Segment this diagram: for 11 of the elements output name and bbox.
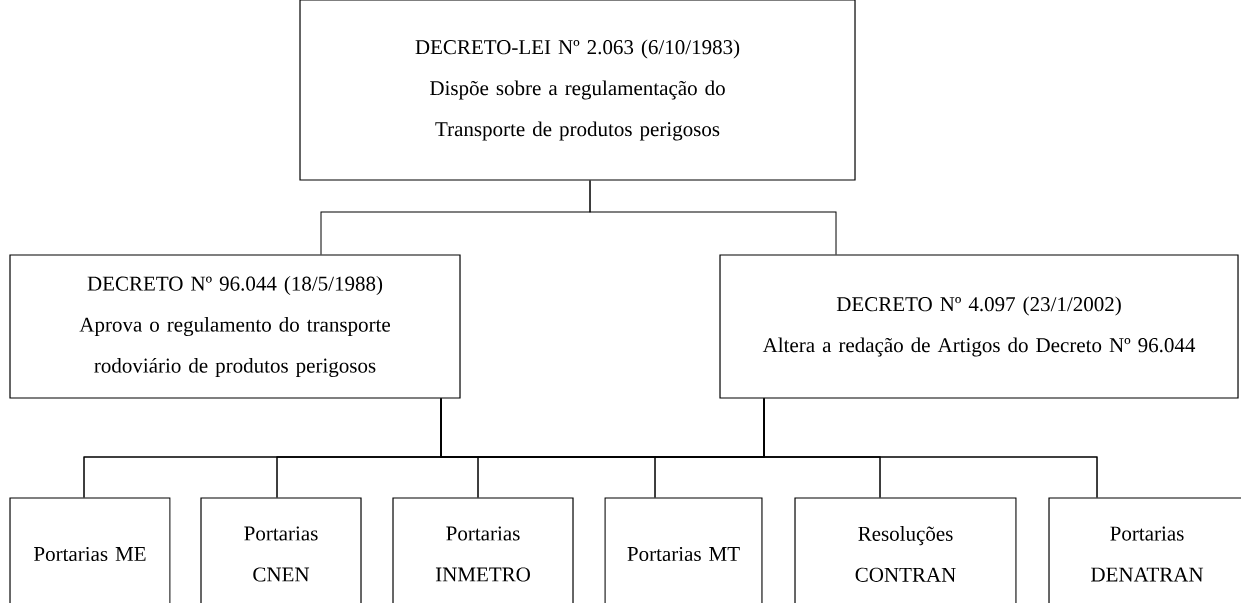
text-box: Resoluções CONTRAN <box>794 497 1017 603</box>
connector-line <box>589 180 837 255</box>
text-box: DECRETO-LEI Nº 2.063 (6/10/1983) Dispõe sobre a regulamentação do Transporte de produtos perigosos <box>299 0 856 181</box>
text-box: Portarias MT <box>604 497 763 603</box>
text-box: Portarias CNEN <box>200 497 362 603</box>
text-box: Portarias DENATRAN <box>1048 497 1241 603</box>
text-box: DECRETO Nº 4.097 (23/1/2002) Altera a redação de Artigos do Decreto Nº 96.044 <box>719 254 1239 399</box>
text-box: Portarias INMETRO <box>392 497 574 603</box>
text-box: DECRETO Nº 96.044 (18/5/1988) Aprova o regulamento do transporte rodoviário de produtos perigosos <box>9 254 461 399</box>
text-box: Portarias ME <box>9 497 171 603</box>
connector-line <box>763 398 1098 498</box>
